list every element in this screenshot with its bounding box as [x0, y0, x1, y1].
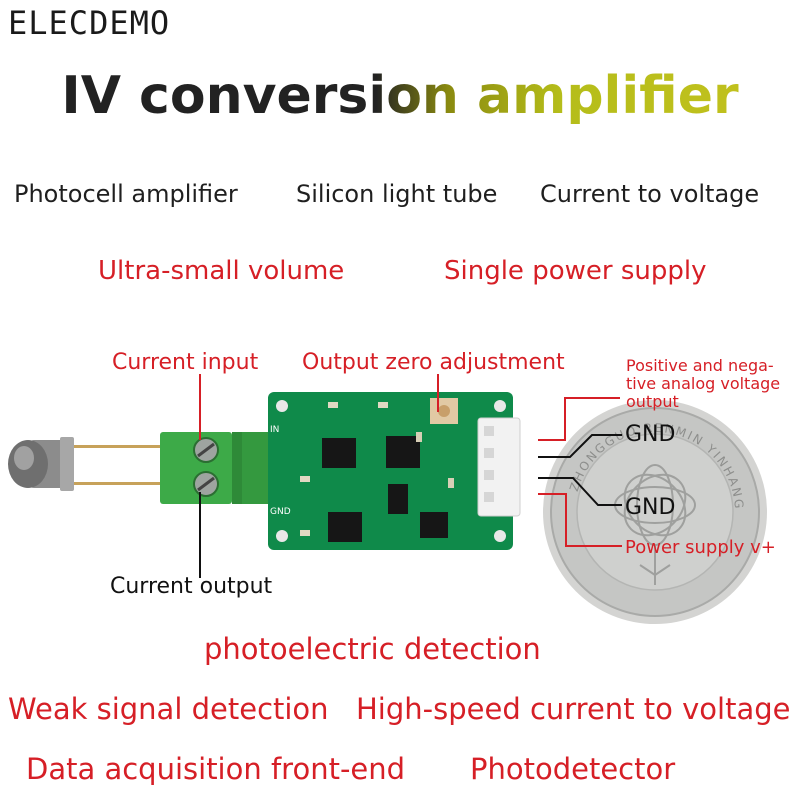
label-power-supply: Power supply v+	[625, 537, 776, 558]
feature-single-power-supply: Single power supply	[444, 256, 707, 286]
page-title: IV conversion amplifier	[0, 66, 800, 126]
brand-logo-text: ELECDEMO	[8, 4, 171, 42]
photodiode-sensor	[8, 437, 195, 491]
pointer-lines	[199, 374, 622, 578]
coin-image: ZHONGGUO RENMIN YINHANG	[543, 400, 767, 624]
label-gnd-top: GND	[625, 422, 676, 447]
feature-ultra-small-volume: Ultra-small volume	[98, 256, 345, 286]
app-high-speed-current-to-voltage: High-speed current to voltage	[356, 692, 791, 726]
app-photoelectric-detection: photoelectric detection	[204, 632, 541, 666]
feature-current-to-voltage: Current to voltage	[540, 180, 760, 208]
label-current-input: Current input	[112, 350, 259, 375]
label-gnd-bottom: GND	[625, 495, 676, 520]
app-weak-signal-detection: Weak signal detection	[8, 692, 329, 726]
label-current-output: Current output	[110, 574, 273, 599]
pcb-board: IN GND	[268, 392, 521, 550]
app-photodetector: Photodetector	[470, 752, 676, 786]
pcb-silk-gnd: GND	[270, 507, 291, 517]
app-data-acquisition-front-end: Data acquisition front-end	[26, 752, 406, 786]
label-positive-negative-output: Positive and nega- tive analog voltage o…	[626, 356, 781, 411]
pcb-silk-in: IN	[270, 425, 279, 435]
feature-silicon-light-tube: Silicon light tube	[296, 180, 498, 208]
feature-photocell-amplifier: Photocell amplifier	[14, 180, 238, 208]
label-output-zero-adjustment: Output zero adjustment	[302, 350, 565, 375]
